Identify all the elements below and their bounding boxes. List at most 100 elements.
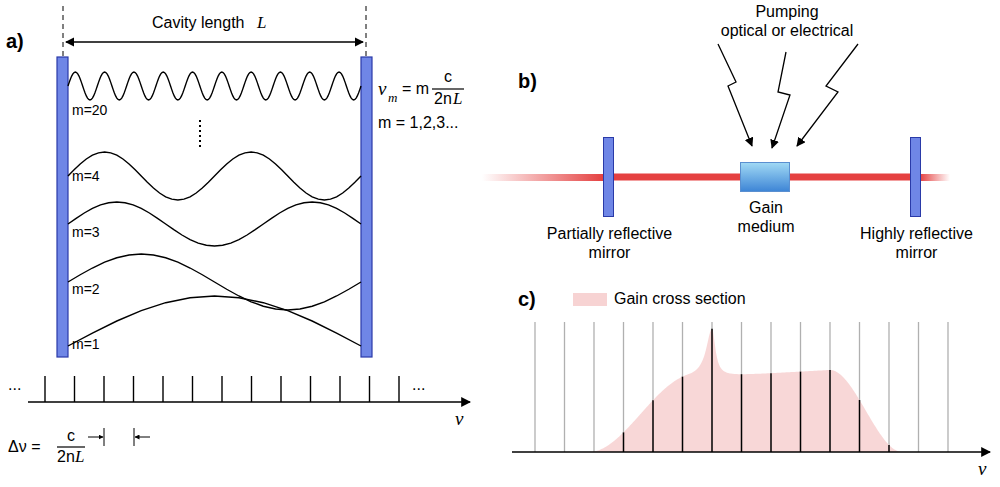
pump-label: optical or electrical xyxy=(721,22,854,40)
mode-line xyxy=(369,376,370,402)
lasing-mode xyxy=(800,372,802,452)
cavity-mode xyxy=(652,322,653,452)
cavity-mode xyxy=(800,322,801,452)
laser-beam xyxy=(790,174,910,181)
pump-label: Pumping xyxy=(755,3,818,21)
pump-bolt xyxy=(718,44,752,146)
cavity-mirror xyxy=(361,57,372,357)
formula-part: c xyxy=(67,427,75,445)
spacing-mark xyxy=(134,428,135,446)
mode-number: m=2 xyxy=(72,281,100,297)
cavity-mode xyxy=(741,322,742,452)
mode-line xyxy=(133,376,134,402)
dimension-label: Cavity length xyxy=(152,14,245,32)
mirror: Highly reflective mirror xyxy=(910,137,921,217)
dashed-guide xyxy=(366,6,367,56)
panel-letter: a) xyxy=(6,30,24,53)
cavity-mode xyxy=(534,322,535,452)
standing-waves xyxy=(68,72,361,346)
cavity-mode xyxy=(947,322,948,452)
mode-line xyxy=(162,376,163,402)
formula-symbol: ν xyxy=(378,78,386,100)
lasing-mode xyxy=(623,432,625,452)
axis-label: ν xyxy=(978,458,986,480)
formula-part: Δν = xyxy=(8,438,40,456)
cavity-mode xyxy=(770,322,771,452)
frequency-axis xyxy=(28,401,470,402)
lasing-mode xyxy=(888,445,890,452)
lasing-mode xyxy=(741,374,743,452)
cavity-mode xyxy=(682,322,683,452)
formula-range: m = 1,2,3... xyxy=(378,114,458,132)
mode-comb xyxy=(45,376,399,402)
gain-medium: Gain medium xyxy=(740,162,790,192)
mode-wave xyxy=(68,72,361,100)
formula-subscript: m xyxy=(388,91,397,106)
pump-bolt xyxy=(772,52,790,148)
mode-line xyxy=(251,376,252,402)
ellipsis: ... xyxy=(412,376,425,394)
mode-number: m=3 xyxy=(72,224,100,240)
lasing-mode xyxy=(682,377,684,452)
lasing-mode xyxy=(711,329,713,452)
cavity-mode xyxy=(593,322,594,452)
legend-text: Gain cross section xyxy=(614,290,746,308)
axis-label: ν xyxy=(455,408,463,430)
lasing-mode xyxy=(859,400,861,452)
mode-wave xyxy=(68,152,361,200)
panel-letter: b) xyxy=(518,70,537,93)
mode-line xyxy=(44,376,45,402)
cavity-mode xyxy=(711,322,712,452)
formula-part: L xyxy=(75,447,84,467)
formula-part: 2n xyxy=(434,90,452,108)
panel-letter: c) xyxy=(518,288,536,311)
pump-bolt xyxy=(797,44,858,146)
cavity-mode xyxy=(564,322,565,452)
lasing-mode xyxy=(652,400,654,452)
lasing-mode xyxy=(770,373,772,452)
frequency-axis xyxy=(512,451,990,452)
spacing-arrow xyxy=(88,437,103,438)
mode-line xyxy=(310,376,311,402)
spacing-arrow xyxy=(135,437,150,438)
node-label: Highly reflective mirror xyxy=(842,224,992,262)
cavity-mirror xyxy=(57,57,68,357)
legend-swatch xyxy=(573,293,607,306)
dimension-symbol: L xyxy=(257,13,266,33)
formula-part: = m xyxy=(402,80,429,98)
spacing-mark xyxy=(104,428,105,446)
formula-part: L xyxy=(453,89,462,109)
length-arrow xyxy=(66,41,363,42)
mode-line xyxy=(339,376,340,402)
legend-entry: Gain cross section xyxy=(573,290,746,308)
ellipsis-dots xyxy=(199,120,201,150)
formula-part: 2n xyxy=(57,448,75,466)
mode-line xyxy=(103,376,104,402)
mode-number: m=1 xyxy=(72,336,100,352)
mode-number: m=4 xyxy=(72,168,100,184)
mode-wave xyxy=(68,202,361,246)
mode-wave xyxy=(68,254,361,310)
node-label: Partially reflective mirror xyxy=(525,224,695,262)
mirror: Partially reflective mirror xyxy=(603,137,614,217)
gain-spectrum xyxy=(535,322,948,452)
mode-line xyxy=(280,376,281,402)
laser-beam xyxy=(920,174,950,181)
gain-curve xyxy=(585,329,905,452)
ellipsis: ... xyxy=(8,376,21,394)
cavity-mode xyxy=(859,322,860,452)
mode-line xyxy=(398,376,399,402)
laser-beam xyxy=(482,174,603,181)
mode-line xyxy=(192,376,193,402)
node-label: Gain medium xyxy=(731,198,801,236)
mode-number: m=20 xyxy=(72,102,107,118)
mode-wave xyxy=(68,296,361,346)
cavity-mode xyxy=(829,322,830,452)
laser-beam xyxy=(614,174,740,181)
mode-line xyxy=(74,376,75,402)
cavity-mode xyxy=(623,322,624,452)
dashed-guide xyxy=(63,6,64,56)
cavity-mode xyxy=(918,322,919,452)
